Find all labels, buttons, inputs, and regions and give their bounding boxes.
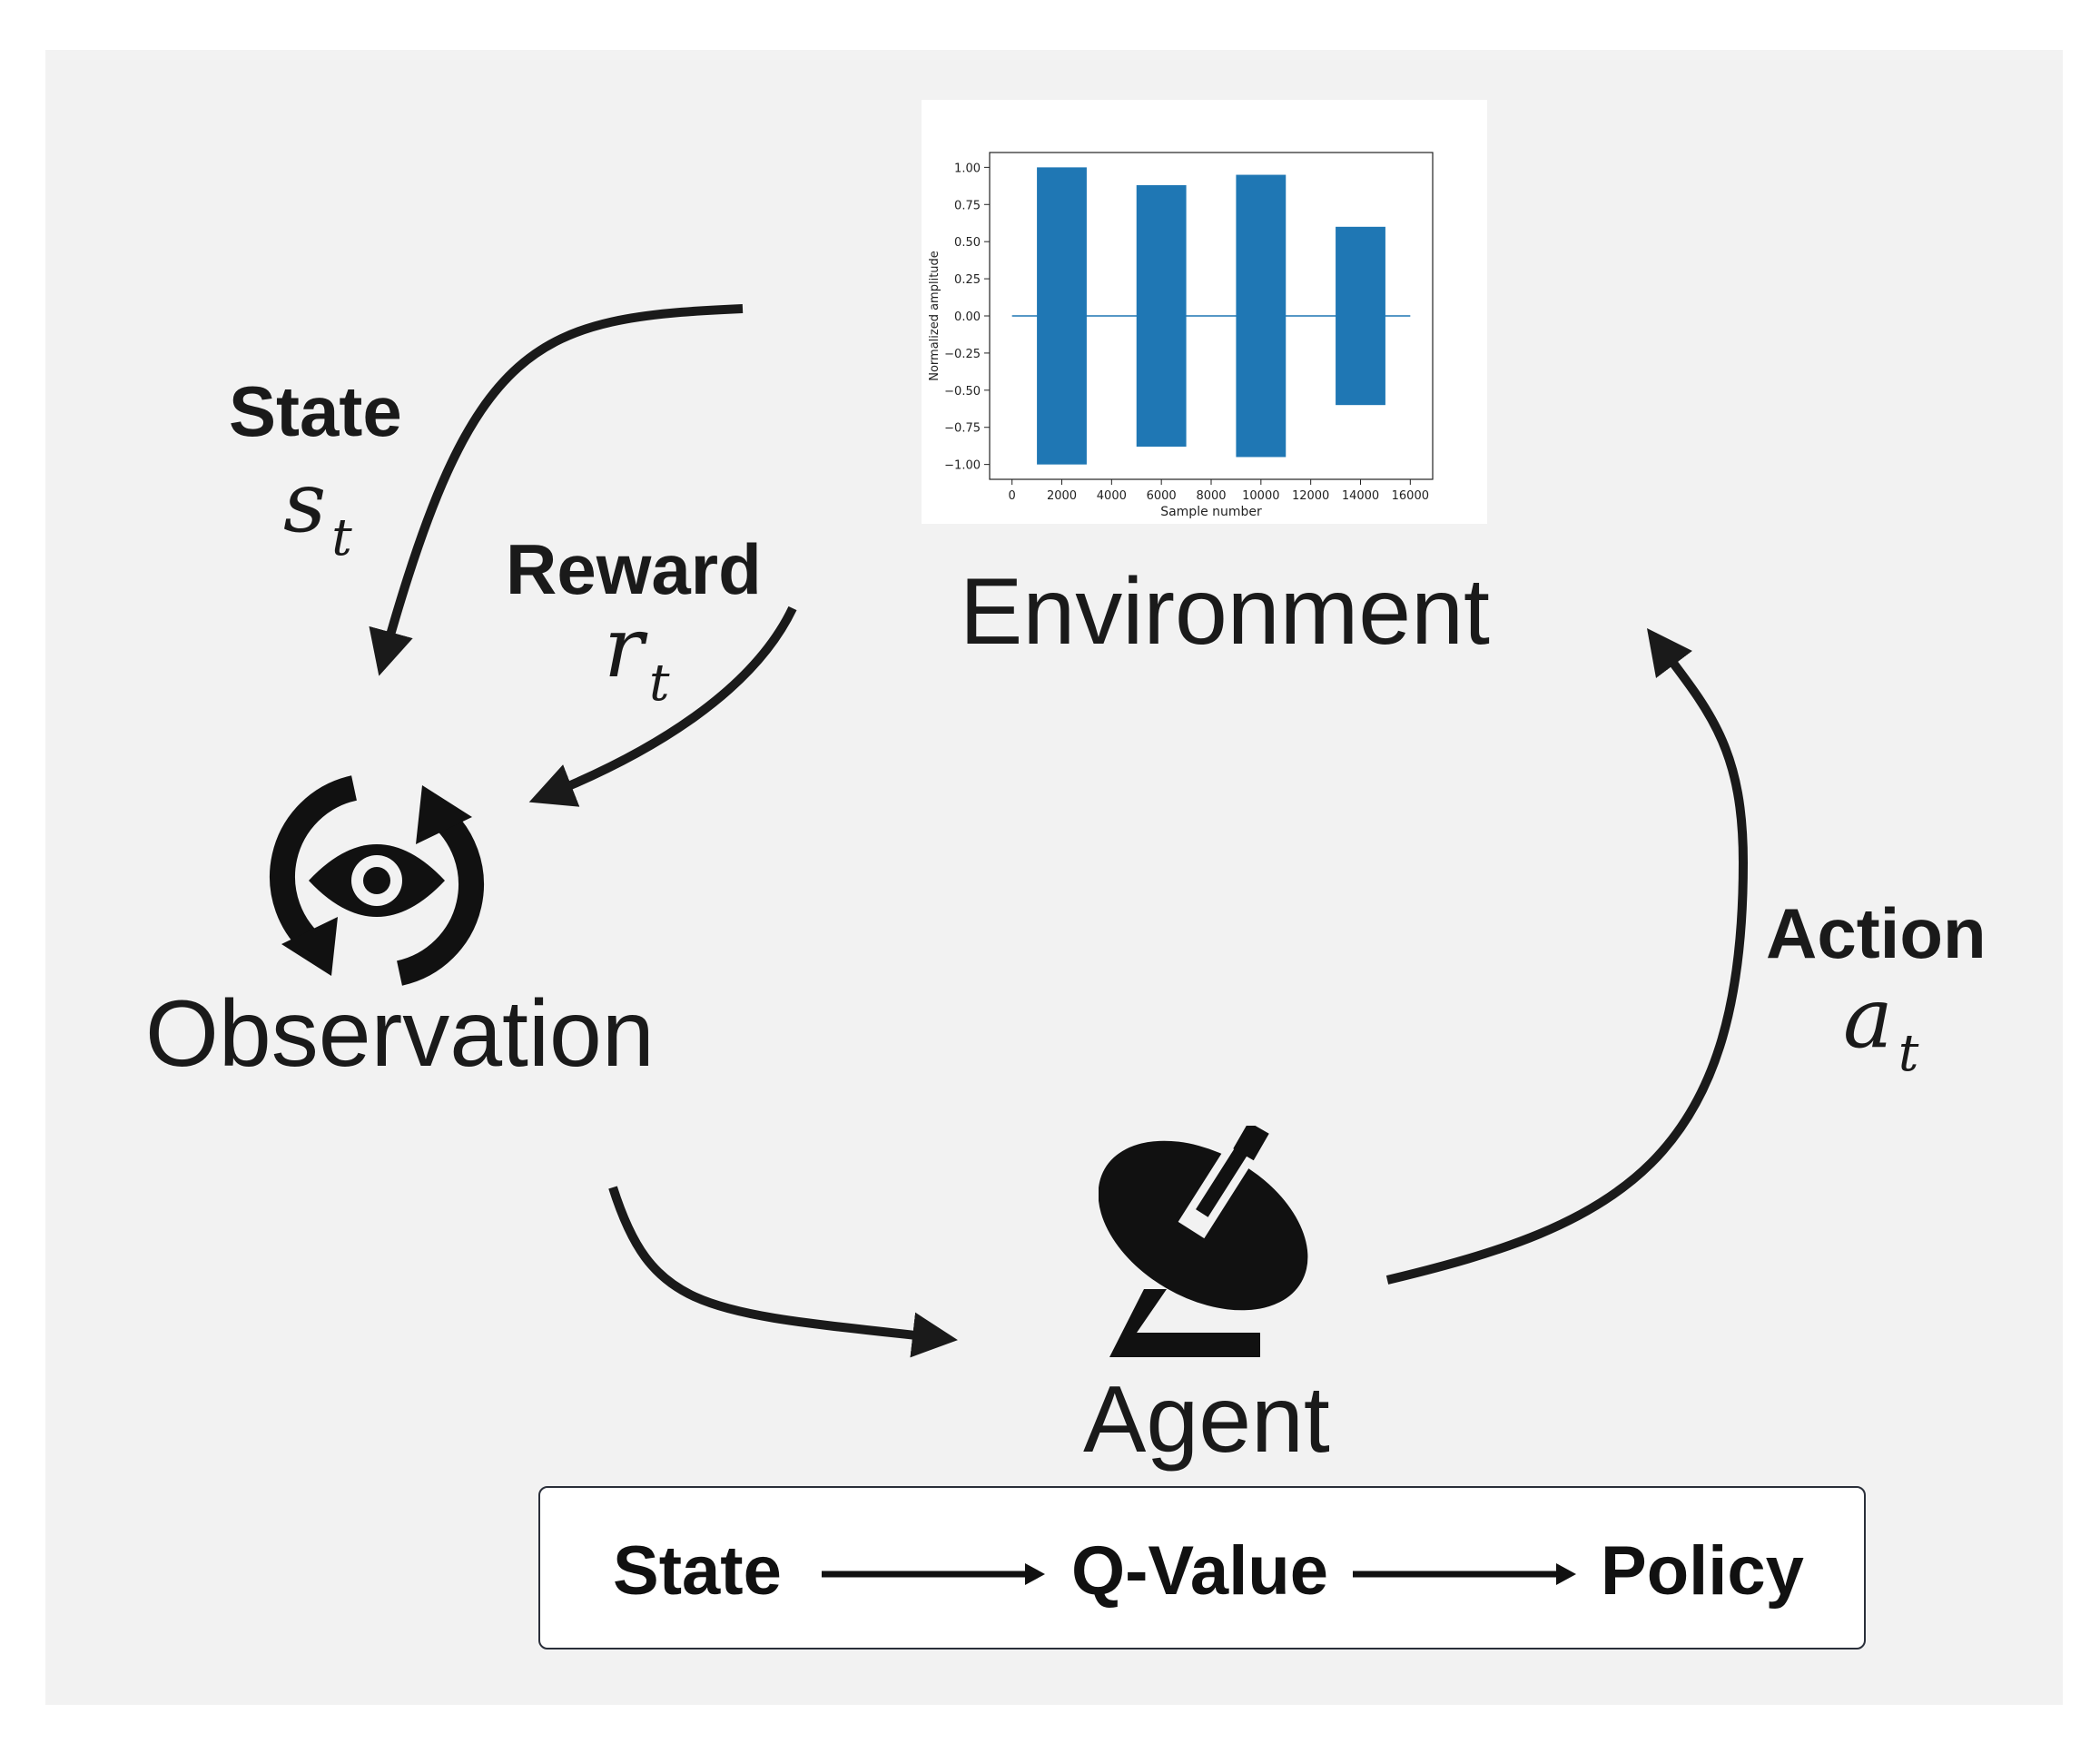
x-tick-label: 6000 bbox=[1147, 489, 1177, 503]
reward-label: Reward bbox=[506, 529, 762, 609]
observation-label: Observation bbox=[145, 981, 655, 1087]
y-tick-label: 0.25 bbox=[954, 273, 981, 287]
state-label: State bbox=[229, 371, 402, 451]
signal-segment-2 bbox=[1136, 185, 1187, 447]
x-axis-label: Sample number bbox=[1160, 505, 1262, 519]
pipeline-policy: Policy bbox=[1601, 1532, 1804, 1610]
y-tick-label: −0.50 bbox=[944, 385, 981, 399]
environment-signal-chart: 0 2000 4000 6000 8000 10000 12000 14000 16000 1.0… bbox=[922, 100, 1487, 524]
x-tick-label: 8000 bbox=[1196, 489, 1226, 503]
action-symbol-main: a bbox=[1843, 970, 1893, 1067]
pipeline-state: State bbox=[613, 1532, 782, 1610]
pipeline-arrow-2 bbox=[1353, 1563, 1576, 1585]
x-tick-label: 16000 bbox=[1392, 489, 1429, 503]
reward-symbol-main: r bbox=[604, 599, 644, 696]
eye-refresh-icon bbox=[270, 775, 484, 986]
x-tick-label: 2000 bbox=[1047, 489, 1077, 503]
arrow-agent-to-environment-action bbox=[1385, 628, 1749, 1285]
y-tick-label: −1.00 bbox=[944, 459, 981, 473]
pipeline-q-value: Q-Value bbox=[1071, 1532, 1328, 1610]
x-tick-label: 10000 bbox=[1242, 489, 1279, 503]
y-tick-label: −0.75 bbox=[944, 422, 981, 436]
reward-symbol-sub: t bbox=[648, 654, 670, 713]
y-tick-label: −0.25 bbox=[944, 348, 981, 361]
x-tick-label: 4000 bbox=[1097, 489, 1127, 503]
x-tick-label: 12000 bbox=[1292, 489, 1329, 503]
x-tick-label: 14000 bbox=[1342, 489, 1379, 503]
signal-segment-4 bbox=[1336, 226, 1385, 406]
arrow-observation-to-agent bbox=[608, 1186, 958, 1358]
y-tick-label: 1.00 bbox=[954, 162, 981, 175]
action-symbol-sub: t bbox=[1898, 1024, 1919, 1083]
satellite-dish-icon bbox=[1099, 1126, 1308, 1357]
y-axis-label: Normalized amplitude bbox=[928, 251, 942, 381]
x-tick-label: 0 bbox=[1009, 489, 1016, 503]
y-tick-label: 0.00 bbox=[954, 310, 981, 324]
state-symbol-sub: t bbox=[331, 508, 352, 567]
signal-segment-1 bbox=[1037, 167, 1087, 465]
agent-label: Agent bbox=[1083, 1367, 1330, 1472]
y-tick-label: 0.50 bbox=[954, 236, 981, 250]
signal-segment-3 bbox=[1236, 174, 1287, 458]
agent-pipeline-box: State Q-Value Policy bbox=[538, 1486, 1866, 1649]
y-tick-label: 0.75 bbox=[954, 199, 981, 212]
arrow-environment-to-observation-reward bbox=[528, 606, 797, 807]
chart-svg: 0 2000 4000 6000 8000 10000 12000 14000 16000 1.0… bbox=[928, 152, 1434, 519]
action-label: Action bbox=[1766, 893, 1987, 973]
environment-label: Environment bbox=[960, 559, 1490, 665]
pipeline-arrow-1 bbox=[822, 1563, 1045, 1585]
arrow-environment-to-observation-state bbox=[369, 304, 744, 676]
state-symbol-main: s bbox=[283, 454, 327, 551]
